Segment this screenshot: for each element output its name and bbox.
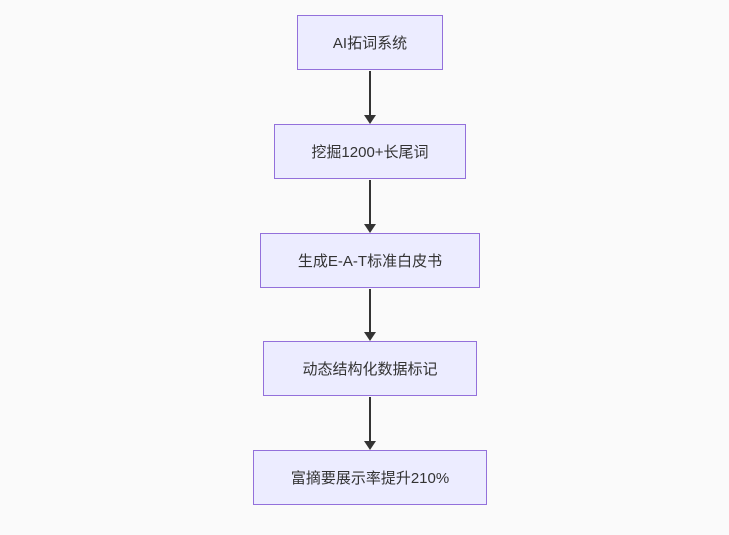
arrow-down-icon xyxy=(364,441,376,450)
arrow-down-icon xyxy=(364,332,376,341)
flow-node-label: 富摘要展示率提升210% xyxy=(290,470,450,487)
arrow-line xyxy=(369,397,371,441)
flow-edge-2 xyxy=(364,180,376,233)
flow-node-label: 生成E-A-T标准白皮书 xyxy=(297,253,443,270)
arrow-down-icon xyxy=(364,224,376,233)
arrow-line xyxy=(369,180,371,224)
flow-node-ai-keyword-system: AI拓词系统 xyxy=(297,15,443,70)
flow-node-label: 挖掘1200+长尾词 xyxy=(311,144,429,161)
flow-node-structured-data-markup: 动态结构化数据标记 xyxy=(263,341,477,396)
arrow-down-icon xyxy=(364,115,376,124)
arrow-line xyxy=(369,289,371,332)
flow-node-label: AI拓词系统 xyxy=(332,35,408,52)
flow-node-label: 动态结构化数据标记 xyxy=(302,361,438,378)
flow-node-rich-snippet-rate: 富摘要展示率提升210% xyxy=(253,450,487,505)
flow-edge-4 xyxy=(364,397,376,450)
flow-node-eat-whitepaper: 生成E-A-T标准白皮书 xyxy=(260,233,480,288)
flow-edge-3 xyxy=(364,289,376,341)
arrow-line xyxy=(369,71,371,115)
flow-node-longtail-mining: 挖掘1200+长尾词 xyxy=(274,124,466,179)
flow-edge-1 xyxy=(364,71,376,124)
